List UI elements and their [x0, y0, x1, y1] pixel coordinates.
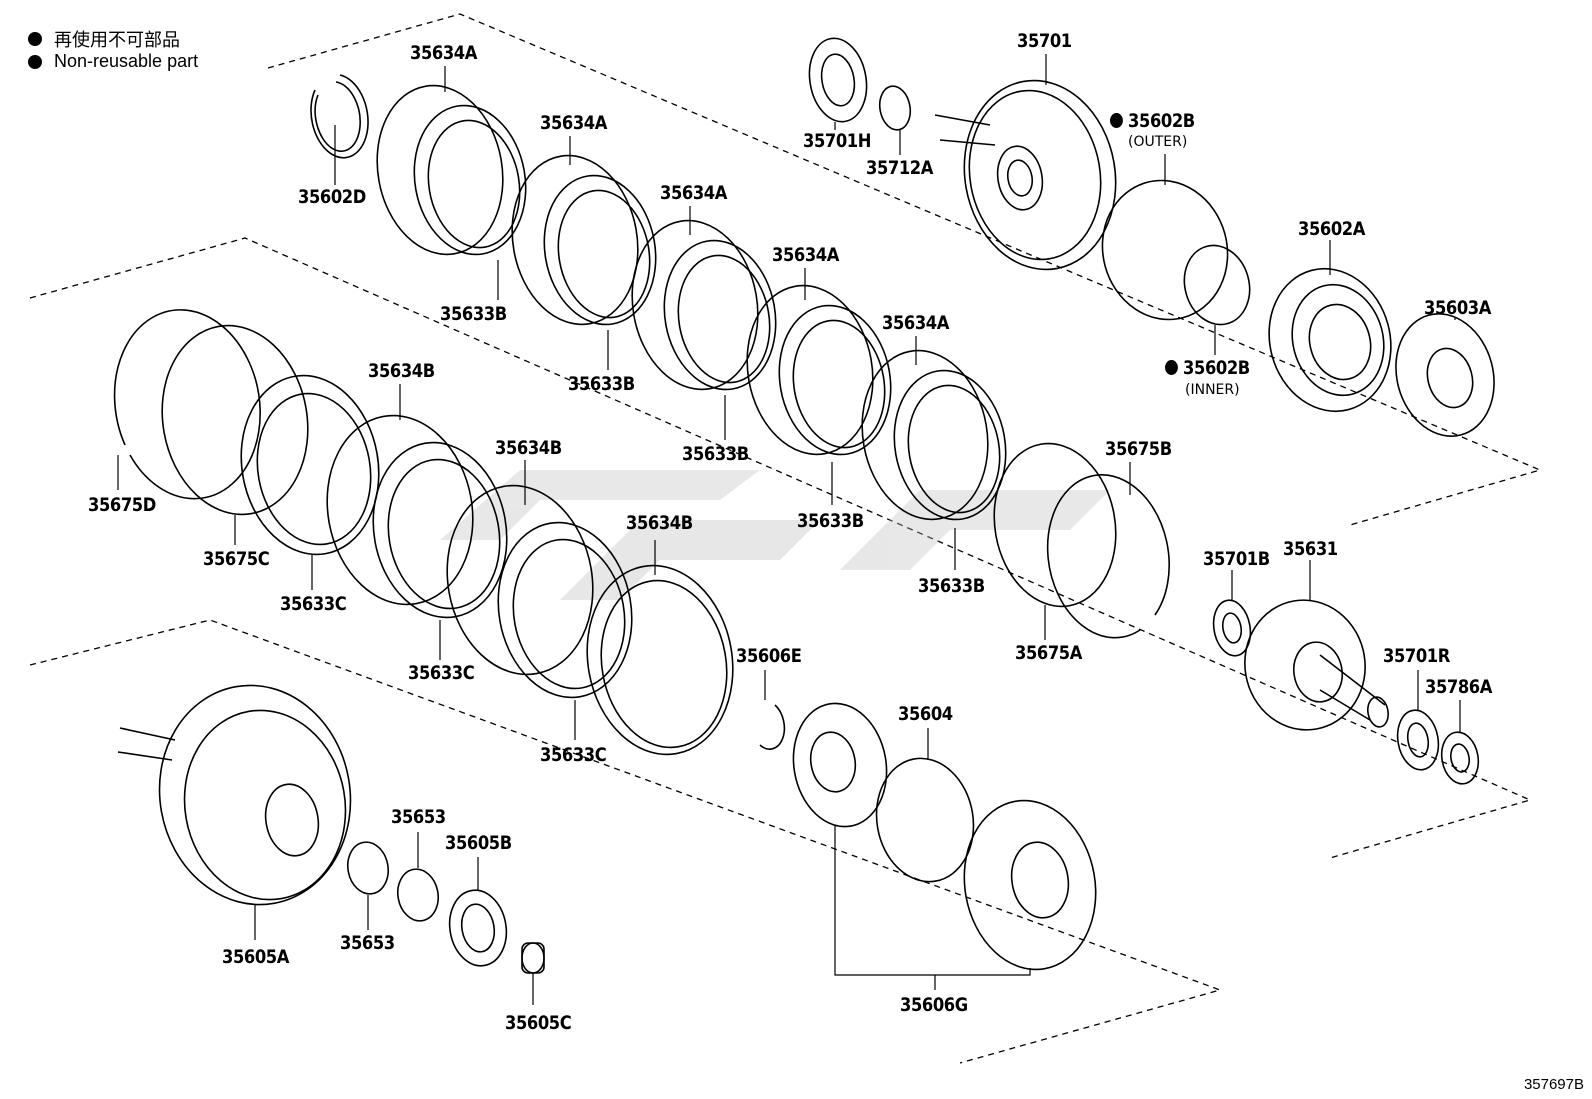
upper-clutch-pack [376, 84, 1007, 521]
diagram-id: 357697B [1523, 1076, 1584, 1093]
callout-35606G: 35606G [900, 994, 968, 1016]
non-reusable-bullet-icon [1110, 113, 1123, 128]
bullet-icon [28, 32, 42, 46]
callout-35602B-outer: 35602B [1110, 110, 1195, 132]
callout-35634A-5: 35634A [882, 312, 949, 334]
part-35602A-piston [1268, 267, 1392, 413]
callout-35633B-2: 35633B [568, 373, 635, 395]
part-35603A-spring-retainer [1395, 313, 1495, 437]
callout-35701R: 35701R [1383, 645, 1450, 667]
callout-35633B-4: 35633B [797, 510, 864, 532]
callout-35634B-1: 35634B [368, 360, 435, 382]
callout-35633C-2: 35633C [408, 662, 475, 684]
callout-35675C: 35675C [203, 548, 270, 570]
leader-lines [117, 54, 1461, 1005]
legend-japanese-text: 再使用不可部品 [54, 30, 180, 50]
callout-35605B: 35605B [445, 832, 512, 854]
callout-35602B-outer-text: 35602B [1128, 110, 1195, 132]
non-reusable-bullet-icon [1165, 360, 1178, 375]
part-35605A-drum [117, 684, 352, 906]
callout-35633B-5: 35633B [918, 575, 985, 597]
callout-35653-1: 35653 [391, 806, 446, 828]
part-35606E-snap-ring [759, 704, 786, 750]
callout-35633B-3: 35633B [682, 443, 749, 465]
part-35653-o-ring-2 [396, 868, 440, 922]
callout-35633C-1: 35633C [280, 593, 347, 615]
callout-35602B-inner: 35602B [1165, 357, 1250, 379]
lower-clutch-pack [113, 309, 734, 756]
part-35701B-bearing [1212, 599, 1252, 657]
bullet-icon [28, 54, 42, 69]
callout-35634B-2: 35634B [495, 437, 562, 459]
callout-35701H: 35701H [803, 130, 871, 152]
part-35606G-assembly [792, 702, 1097, 971]
part-35602B-o-rings [1101, 179, 1251, 326]
part-35631-sun-gear [1244, 599, 1389, 731]
callout-35631: 35631 [1283, 538, 1338, 560]
part-35602D-snap-ring [310, 74, 369, 159]
part-35653-o-ring-1 [346, 841, 390, 895]
callout-35675B: 35675B [1105, 438, 1172, 460]
callout-35675A: 35675A [1015, 642, 1082, 664]
callout-35701: 35701 [1017, 30, 1072, 52]
callout-35786A: 35786A [1425, 676, 1492, 698]
part-35701-drum [934, 79, 1117, 271]
part-35605B-bearing [448, 889, 508, 967]
part-35675-snap-rings [993, 442, 1170, 639]
legend-english-text: Non-reusable part [54, 51, 199, 71]
part-35701R-bearing [1396, 709, 1440, 771]
part-35712A-o-ring [878, 85, 912, 131]
part-35786A-washer [1440, 731, 1480, 785]
callout-35634A-2: 35634A [540, 112, 607, 134]
watermark-logo [440, 470, 1110, 600]
legend-japanese: 再使用不可部品 [28, 26, 180, 52]
callout-35653-2: 35653 [340, 932, 395, 954]
part-35605C-needle-bearing [521, 942, 545, 974]
callout-35675D: 35675D [88, 494, 156, 516]
callout-35604: 35604 [898, 703, 953, 725]
callout-35602D: 35602D [298, 186, 366, 208]
callout-35605A: 35605A [222, 946, 289, 968]
callout-35634A-4: 35634A [772, 244, 839, 266]
callout-35634A-3: 35634A [660, 182, 727, 204]
note-inner: (INNER) [1185, 382, 1240, 398]
callout-35633C-3: 35633C [540, 744, 607, 766]
callout-35602B-inner-text: 35602B [1183, 357, 1250, 379]
callout-35712A: 35712A [866, 157, 933, 179]
callout-35606E: 35606E [736, 645, 802, 667]
callout-35701B: 35701B [1203, 548, 1270, 570]
note-outer: (OUTER) [1128, 134, 1188, 150]
part-35701H-bearing [808, 37, 868, 123]
callout-35633B-1: 35633B [440, 303, 507, 325]
callout-35634B-3: 35634B [626, 512, 693, 534]
callout-35602A: 35602A [1298, 218, 1365, 240]
callout-35634A-1: 35634A [410, 42, 477, 64]
callout-35603A: 35603A [1424, 297, 1491, 319]
callout-35605C: 35605C [505, 1012, 572, 1034]
legend-english: Non-reusable part [28, 51, 198, 72]
